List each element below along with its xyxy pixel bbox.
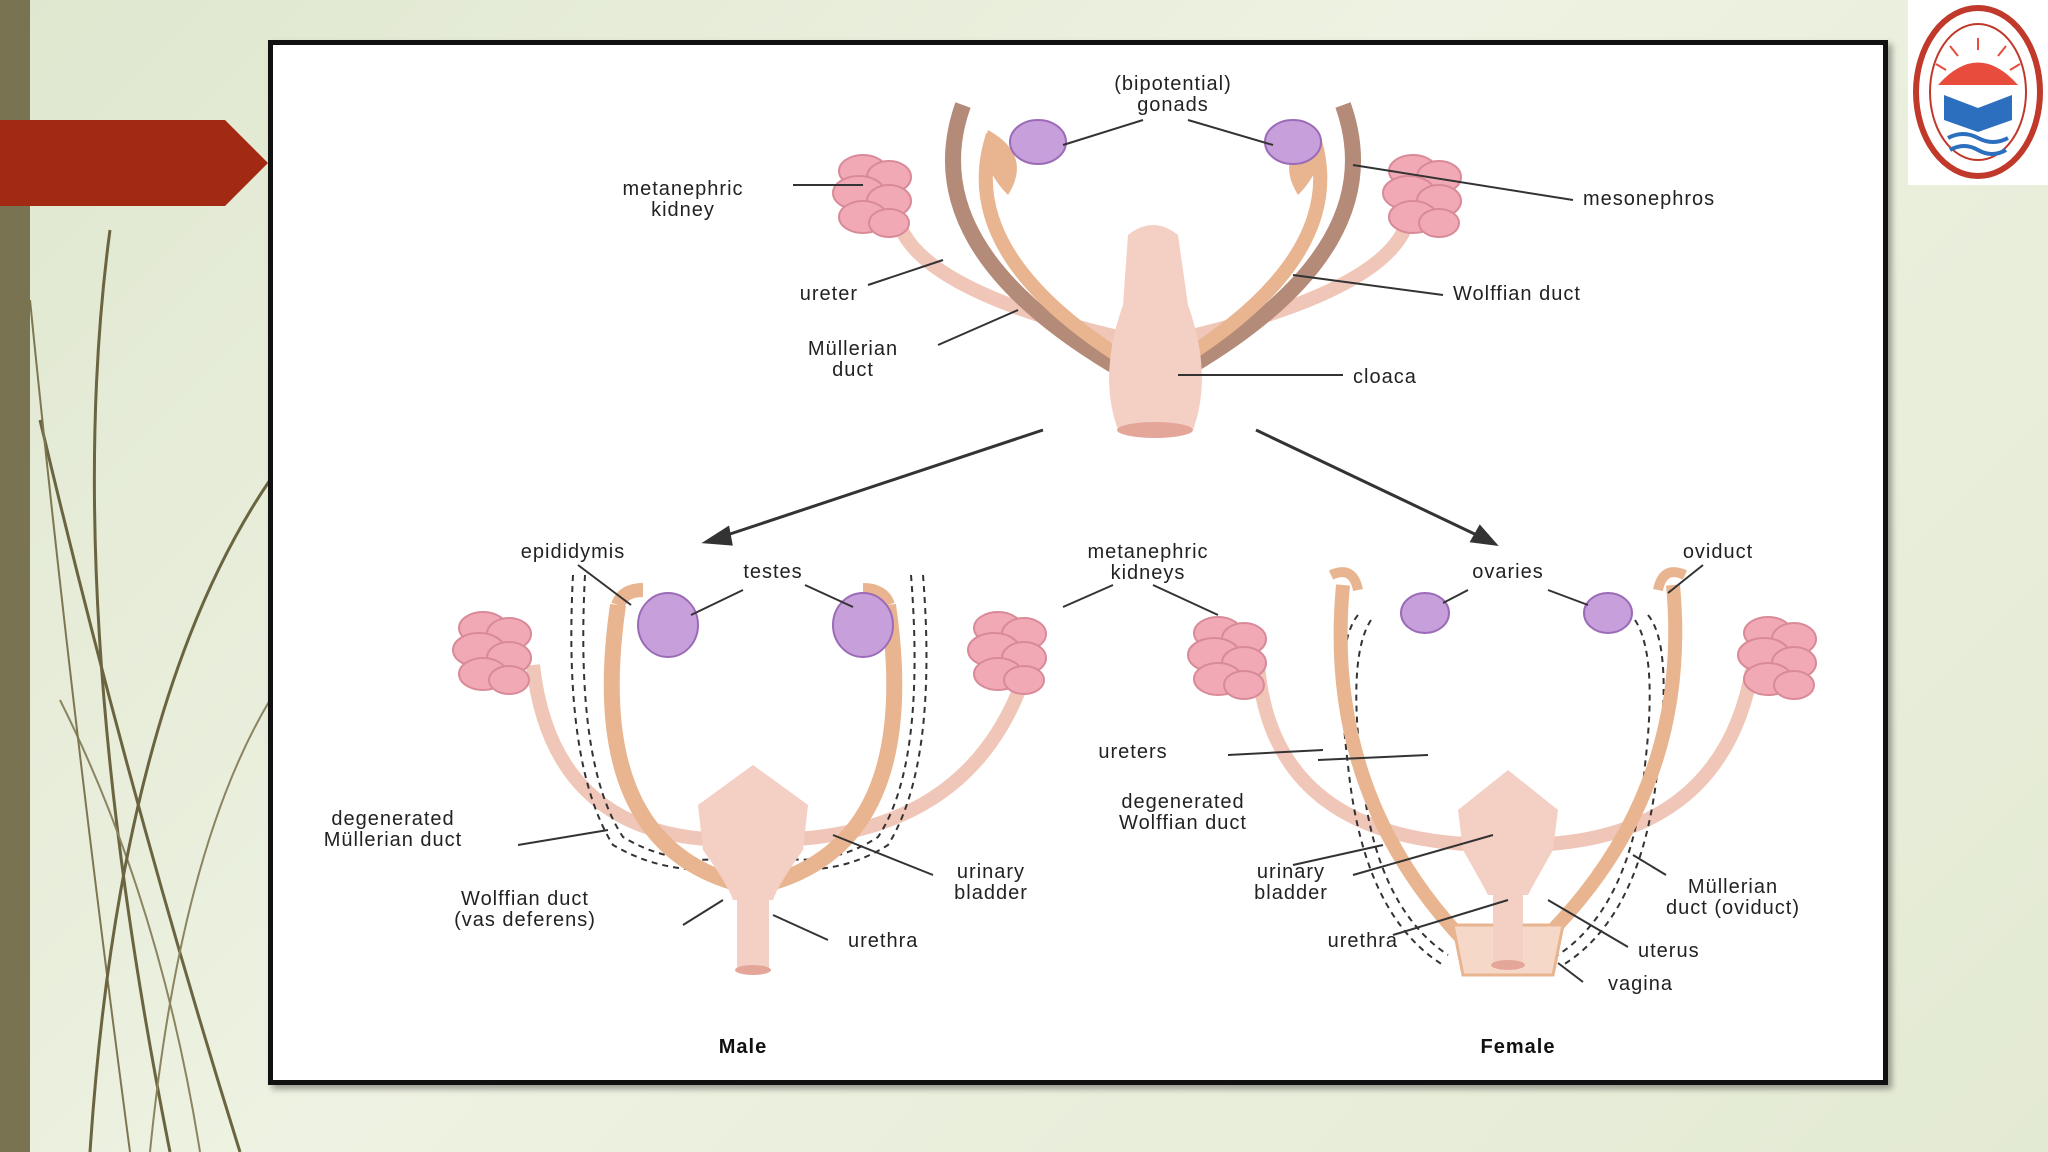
male-urinary-bladder-label-line2: bladder [954, 882, 1028, 904]
reproductive-development-diagram: (bipotential) gonads metanephric kidney … [324, 73, 1817, 1058]
metanephric-kidneys-label-line2: kidneys [1111, 562, 1186, 584]
ureter-label: ureter [800, 283, 858, 305]
degenerated-mullerian-duct-label-line2: Müllerian duct [324, 829, 463, 851]
wolffian-duct-label: Wolffian duct [1453, 283, 1581, 305]
epididymis-label: epididymis [521, 541, 625, 563]
grass-decoration [29, 229, 272, 1152]
gonads-label-line2: gonads [1137, 94, 1209, 116]
bottom-leader-lines [517, 564, 1704, 983]
degenerated-wolffian-duct-label-line1: degenerated [1121, 791, 1244, 813]
metanephric-kidney-label-line1: metanephric [622, 178, 743, 200]
indifferent-stage [832, 102, 1462, 438]
university-seal-icon [1913, 5, 2043, 179]
uterus-label: uterus [1638, 940, 1700, 962]
female-caption: Female [1481, 1036, 1556, 1058]
mullerian-oviduct-label-line1: Müllerian [1688, 876, 1778, 898]
metanephric-kidneys-label-line1: metanephric [1087, 541, 1208, 563]
mullerian-oviduct-label-line2: duct (oviduct) [1666, 897, 1800, 919]
female-urinary-bladder-label-line1: urinary [1257, 861, 1325, 883]
male-urethra-label: urethra [848, 930, 918, 952]
ureters-label: ureters [1098, 741, 1167, 763]
testes-label: testes [743, 561, 802, 583]
degenerated-wolffian-duct-label-line2: Wolffian duct [1119, 812, 1247, 834]
female-diagram [1187, 567, 1817, 977]
vagina-label: vagina [1608, 973, 1673, 995]
ovaries-label: ovaries [1472, 561, 1543, 583]
direction-arrows [701, 428, 1499, 547]
metanephric-kidney-label-line2: kidney [651, 199, 715, 221]
wolffian-vas-deferens-label-line2: (vas deferens) [454, 909, 596, 931]
male-urinary-bladder-label-line1: urinary [957, 861, 1025, 883]
mesonephros-label: mesonephros [1583, 188, 1715, 210]
diagram-frame: (bipotential) gonads metanephric kidney … [268, 40, 1888, 1085]
university-logo [1908, 0, 2048, 185]
mullerian-duct-label-line2: duct [832, 359, 874, 381]
mullerian-duct-label-line1: Müllerian [808, 338, 898, 360]
oviduct-label: oviduct [1683, 541, 1753, 563]
female-urinary-bladder-label-line2: bladder [1254, 882, 1328, 904]
female-urethra-label: urethra [1328, 930, 1398, 952]
cloaca-label: cloaca [1353, 366, 1417, 388]
wolffian-vas-deferens-label-line1: Wolffian duct [461, 888, 589, 910]
top-leader-lines [793, 119, 1574, 376]
degenerated-mullerian-duct-label-line1: degenerated [331, 808, 454, 830]
male-caption: Male [719, 1036, 767, 1058]
gonads-label-line1: (bipotential) [1114, 73, 1232, 95]
red-arrow-icon [0, 120, 268, 206]
male-diagram [452, 574, 1047, 975]
